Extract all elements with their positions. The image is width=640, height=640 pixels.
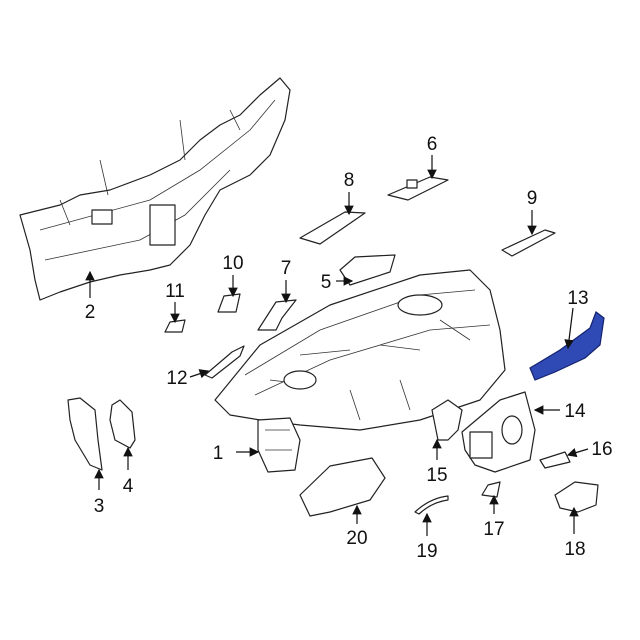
part-6-cover: [387, 176, 449, 201]
part-3-panel: [67, 397, 103, 471]
instrument-panel: [214, 269, 506, 431]
callout-13: 13: [567, 288, 588, 309]
part-13-highlighted-trim: [529, 311, 605, 381]
part-6-tab: [406, 179, 418, 189]
callout-8: 8: [344, 170, 355, 191]
callout-10: 10: [222, 253, 243, 274]
callout-4: 4: [123, 476, 134, 497]
part-16-switch: [539, 451, 571, 469]
part-1-bracket: [257, 417, 301, 473]
part-12-trim: [204, 345, 245, 379]
callout-7: 7: [281, 258, 292, 279]
part-14-center-bezel: [461, 391, 536, 473]
callout-3: 3: [94, 496, 105, 517]
part-18-bracket: [554, 481, 599, 513]
callout-15: 15: [426, 465, 447, 486]
callout-5: 5: [321, 272, 332, 293]
callout-20: 20: [346, 528, 367, 549]
part-11-clip: [164, 319, 186, 333]
callout-17: 17: [483, 519, 504, 540]
part-10-switch: [217, 293, 241, 313]
callout-1: 1: [213, 443, 224, 464]
part-9-pad: [501, 229, 556, 257]
callout-12: 12: [166, 368, 187, 389]
part-8-pad: [299, 211, 366, 245]
callout-14: 14: [564, 401, 586, 422]
callout-6: 6: [427, 134, 438, 155]
callout-11: 11: [165, 281, 185, 302]
part-7-trim: [257, 299, 297, 331]
part-4-panel: [109, 399, 136, 449]
part-2-cross-car-beam: [19, 77, 291, 301]
callout-16: 16: [591, 439, 612, 460]
part-20-lower-panel: [299, 457, 386, 517]
part-17-clip: [481, 481, 501, 498]
callout-18: 18: [564, 539, 585, 560]
part-19-trim-strip: [414, 495, 449, 515]
callout-2: 2: [85, 302, 96, 323]
callout-labels: 1 2 3 4 5 6 7 8 9 10 11 12 13 14 15 16 1…: [85, 134, 613, 562]
callout-9: 9: [527, 188, 538, 209]
leader-lines: [85, 155, 589, 536]
callout-19: 19: [416, 541, 437, 562]
